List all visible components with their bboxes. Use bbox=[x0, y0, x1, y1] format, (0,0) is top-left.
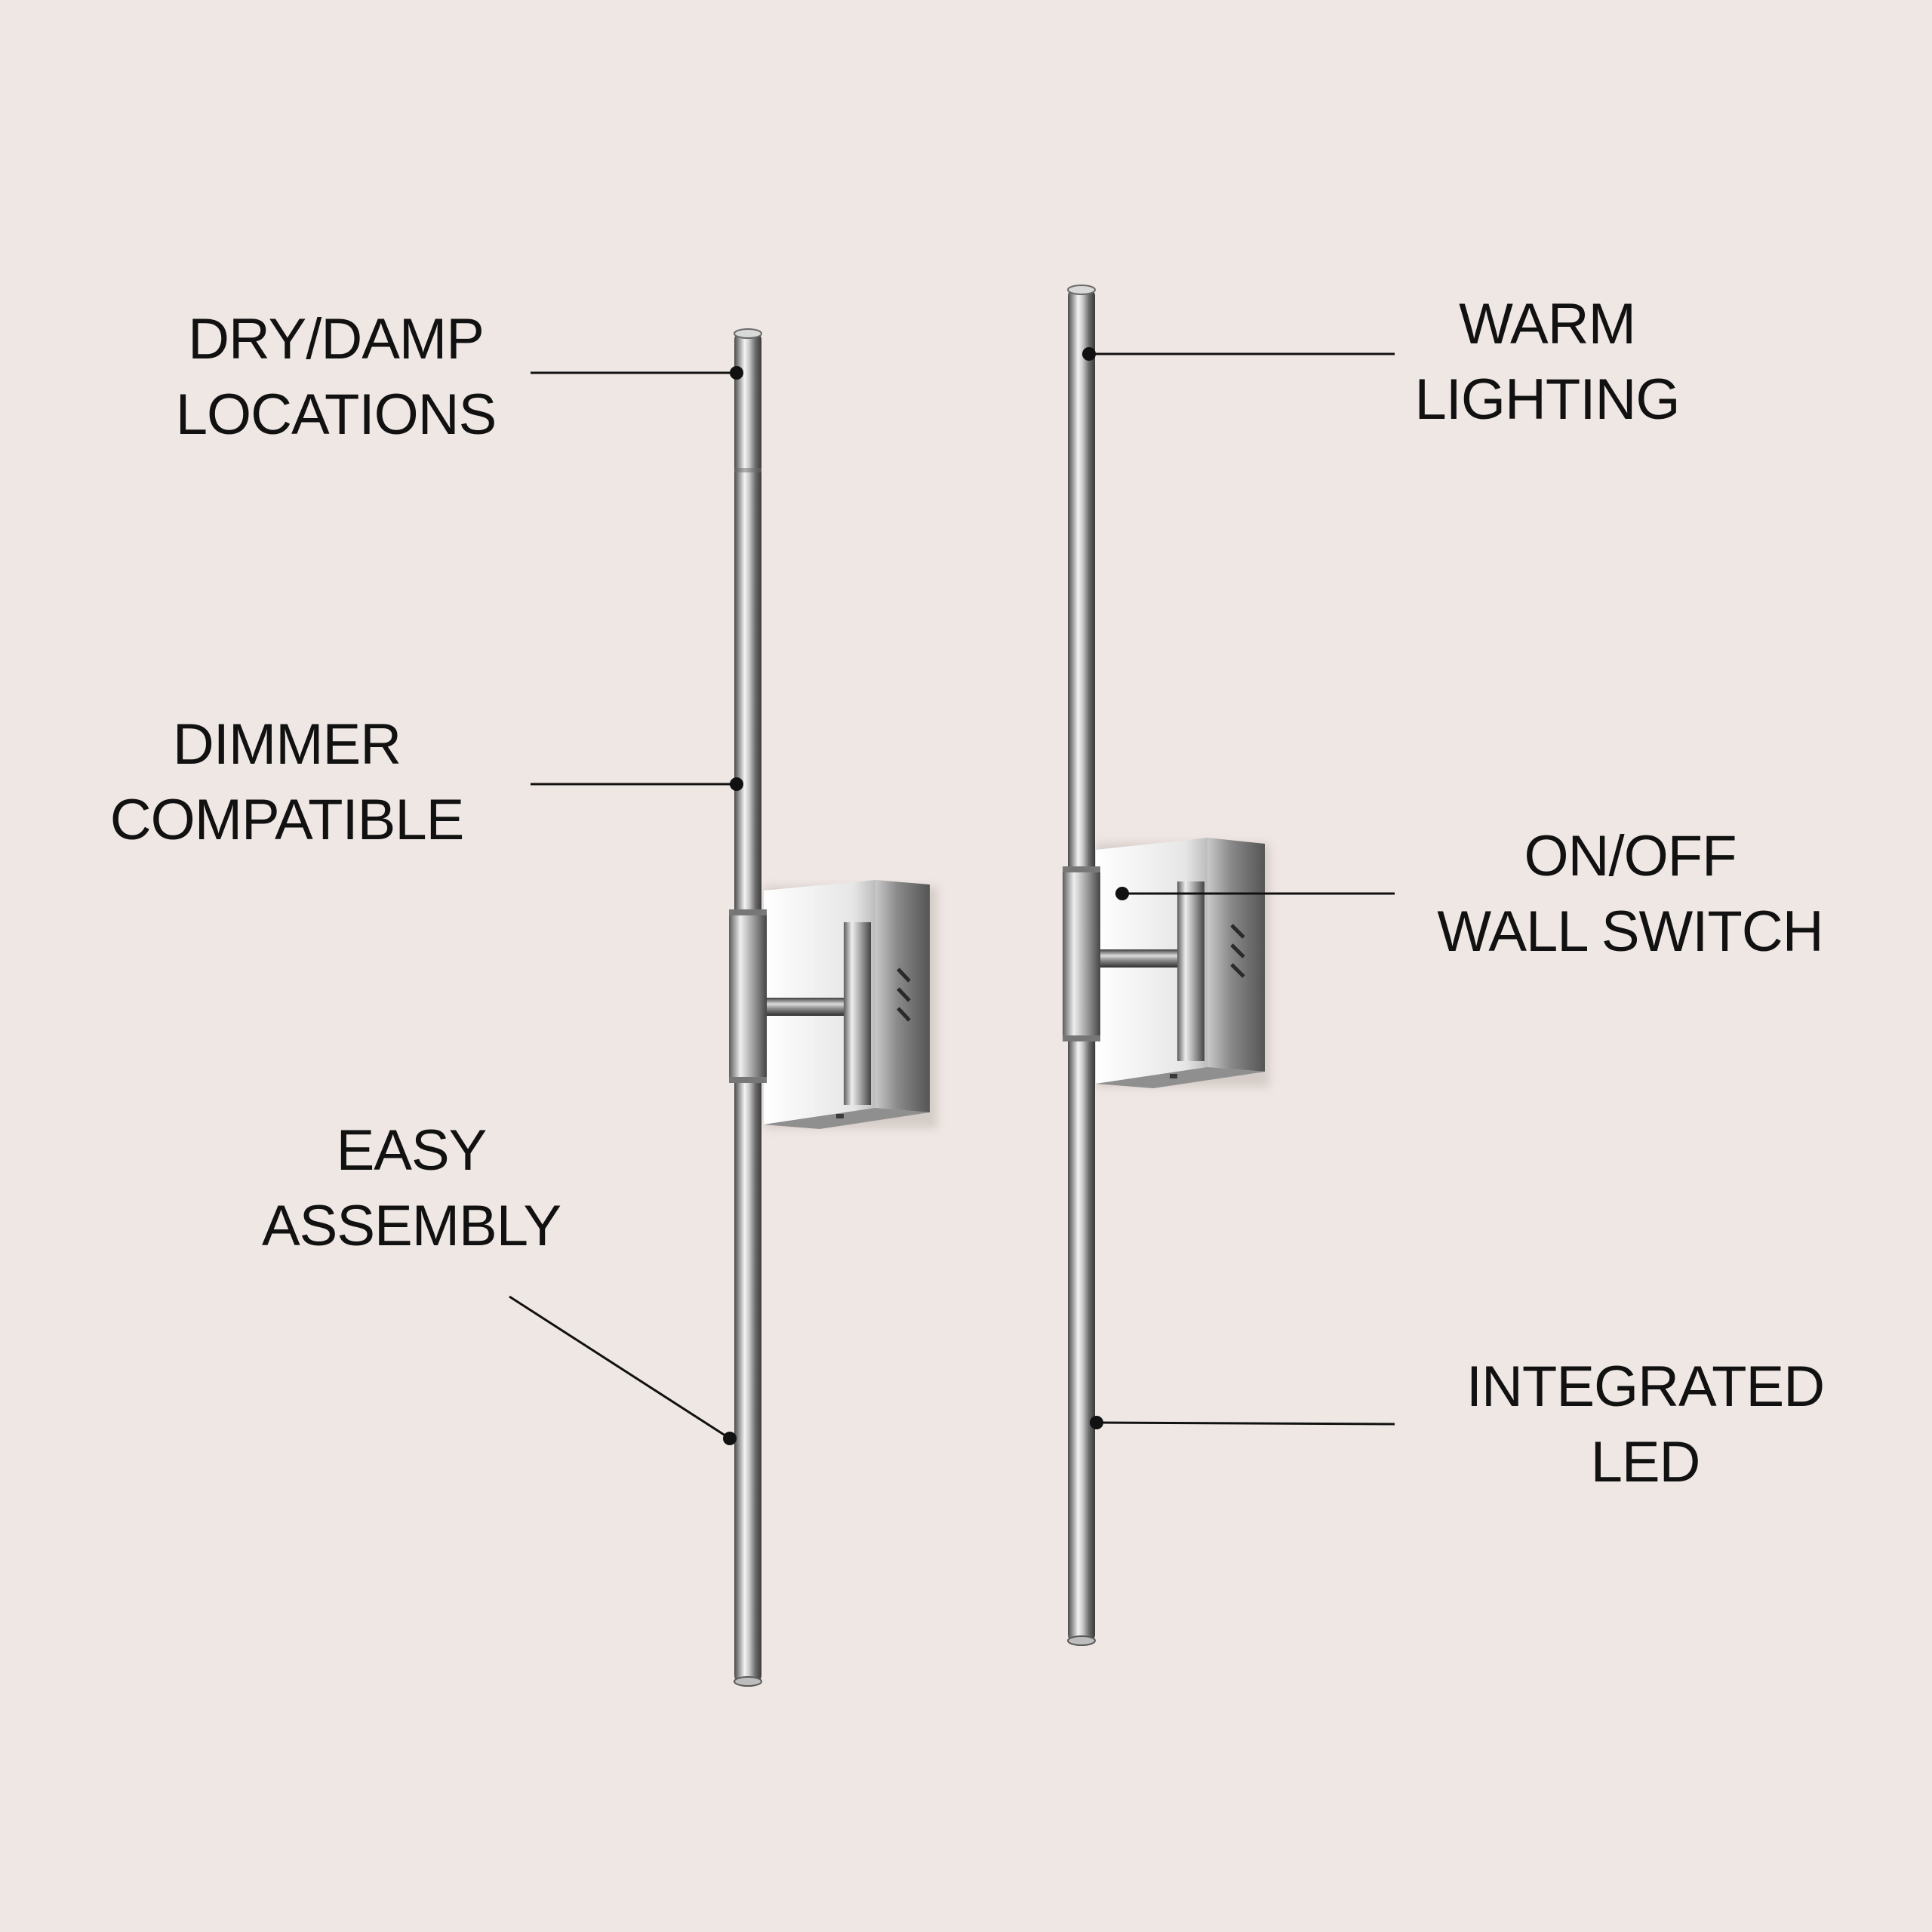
dimmer-line2: COMPATIBLE bbox=[109, 788, 465, 852]
callout-line-integrated-led bbox=[1090, 1416, 1395, 1429]
right-mount-arm bbox=[1097, 881, 1204, 1061]
callout-label-dry-damp: DRY/DAMP LOCATIONS bbox=[155, 302, 517, 453]
easy-assembly-line2: ASSEMBLY bbox=[261, 1194, 561, 1258]
callout-line-dry-damp bbox=[531, 366, 743, 380]
callout-line-on-off bbox=[1115, 887, 1395, 900]
warm-lighting-line2: LIGHTING bbox=[1414, 368, 1681, 432]
left-wall-sconce bbox=[729, 328, 937, 1687]
integrated-led-line2: LED bbox=[1590, 1430, 1701, 1494]
on-off-line1: ON/OFF bbox=[1524, 824, 1737, 888]
right-wall-sconce bbox=[1063, 285, 1269, 1646]
callout-label-easy-assembly: EASY ASSEMBLY bbox=[226, 1113, 596, 1264]
on-off-line2: WALL SWITCH bbox=[1437, 900, 1823, 964]
left-mount-arm bbox=[765, 922, 871, 1105]
callout-line-dimmer bbox=[531, 777, 743, 791]
callout-label-on-off: ON/OFF WALL SWITCH bbox=[1404, 819, 1857, 970]
dry-damp-line2: LOCATIONS bbox=[175, 383, 497, 447]
left-rod bbox=[729, 328, 767, 1687]
integrated-led-line1: INTEGRATED bbox=[1466, 1355, 1825, 1419]
dry-damp-line1: DRY/DAMP bbox=[188, 307, 485, 371]
callout-line-warm-lighting bbox=[1082, 347, 1395, 361]
callout-label-dimmer: DIMMER COMPATIBLE bbox=[83, 707, 491, 858]
warm-lighting-line1: WARM bbox=[1459, 292, 1636, 356]
callout-label-warm-lighting: WARM LIGHTING bbox=[1366, 287, 1728, 438]
easy-assembly-line1: EASY bbox=[336, 1118, 488, 1183]
callout-label-integrated-led: INTEGRATED LED bbox=[1434, 1349, 1857, 1500]
dimmer-line1: DIMMER bbox=[172, 712, 401, 777]
right-rod bbox=[1063, 285, 1100, 1646]
callout-line-easy-assembly bbox=[509, 1295, 737, 1445]
